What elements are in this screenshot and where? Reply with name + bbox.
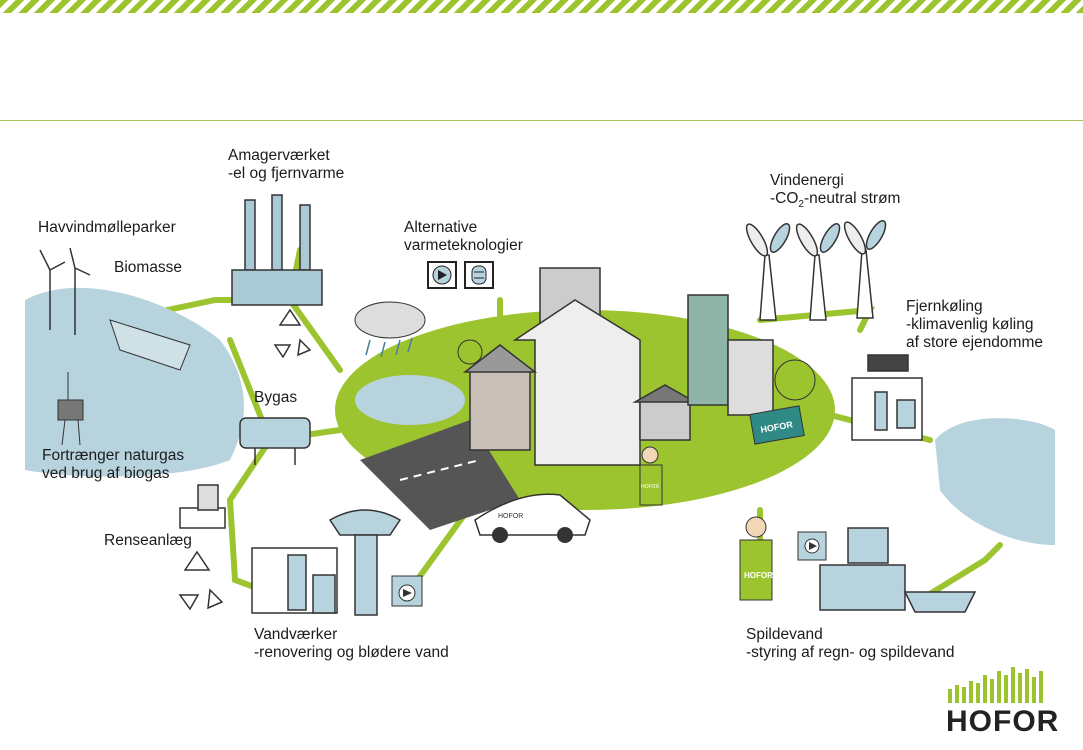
worker-shirt-text: HOFOR	[744, 571, 773, 580]
recycle-icon	[178, 550, 224, 611]
label-title: Vandværker	[254, 626, 338, 643]
control-box-icon	[391, 575, 423, 607]
header-rule	[0, 120, 1083, 121]
bygas-tank	[239, 417, 311, 465]
houses	[462, 267, 774, 466]
hofor-logo: HOFOR	[946, 665, 1058, 738]
label-title: Renseanlæg	[104, 532, 192, 549]
label-subtitle: -CO2-neutral strøm	[770, 190, 901, 211]
hofor-sign: HOFOR	[749, 405, 805, 445]
label-subtitle: -el og fjernvarme	[228, 165, 345, 182]
logo-bars-icon	[948, 667, 1043, 703]
label-renseanlaeg: Renseanlæg	[104, 532, 192, 550]
sea-right	[935, 418, 1055, 545]
label-fortraenger: Fortrænger naturgas ved brug af biogas	[42, 447, 184, 483]
worker-figure: HOFOR	[639, 446, 663, 506]
label-title: Amagerværket	[228, 147, 330, 164]
label-havvind: Havvindmølleparker	[38, 219, 176, 237]
lake	[355, 375, 465, 425]
car-text: HOFOR	[498, 513, 523, 520]
control-box-icon	[797, 531, 827, 561]
electric-car: HOFOR	[474, 493, 591, 543]
label-subtitle: -klimavenlig køling	[906, 316, 1034, 333]
worker-figure: HOFOR	[739, 516, 773, 601]
worker-shirt-text: HOFOR	[641, 484, 659, 490]
sea-left	[25, 287, 244, 477]
label-subtitle: -renovering og blødere vand	[254, 644, 449, 661]
label-bygas: Bygas	[254, 389, 297, 407]
treatment-plant	[179, 484, 226, 529]
cloud-rain-icon	[354, 301, 426, 358]
label-spildevand: Spildevand -styring af regn- og spildeva…	[746, 626, 955, 662]
label-title: Fortrænger naturgas	[42, 447, 185, 464]
label-amagervaerket: Amagerværket -el og fjernvarme	[228, 147, 344, 183]
offshore-windmills	[39, 247, 91, 335]
label-vandvaerker: Vandværker -renovering og blødere vand	[254, 626, 449, 662]
recycle-icon	[273, 308, 312, 359]
oil-platform	[57, 372, 84, 446]
biomass-ship	[109, 319, 191, 371]
label-subtitle-2: af store ejendomme	[906, 334, 1043, 351]
label-title: Fjernkøling	[906, 298, 983, 315]
label-title: Spildevand	[746, 626, 823, 643]
wastewater-plant	[819, 527, 977, 613]
label-subtitle: -styring af regn- og spildevand	[746, 644, 955, 661]
power-plant	[231, 194, 323, 306]
label-alternative: Alternative varmeteknologier	[404, 219, 523, 255]
label-title: Havvindmølleparker	[38, 219, 176, 236]
cooling-facility	[851, 354, 923, 441]
heat-coil-icon	[464, 261, 494, 289]
label-biomasse: Biomasse	[114, 259, 182, 277]
label-subtitle: varmeteknologier	[404, 237, 523, 254]
label-title: Biomasse	[114, 259, 183, 276]
label-title: Bygas	[254, 389, 298, 406]
play-icon	[427, 261, 457, 289]
trees	[457, 339, 816, 401]
label-fjernkoeling: Fjernkøling -klimavenlig køling af store…	[906, 298, 1043, 352]
wind-turbines	[745, 220, 887, 321]
label-title: Alternative	[404, 219, 478, 236]
logo-text: HOFOR	[946, 705, 1060, 738]
label-title: Vindenergi	[770, 172, 844, 189]
label-subtitle: ved brug af biogas	[42, 465, 170, 482]
waterworks	[251, 509, 402, 616]
label-vindenergi: Vindenergi -CO2-neutral strøm	[770, 172, 900, 214]
top-stripe-bar	[0, 0, 1083, 13]
